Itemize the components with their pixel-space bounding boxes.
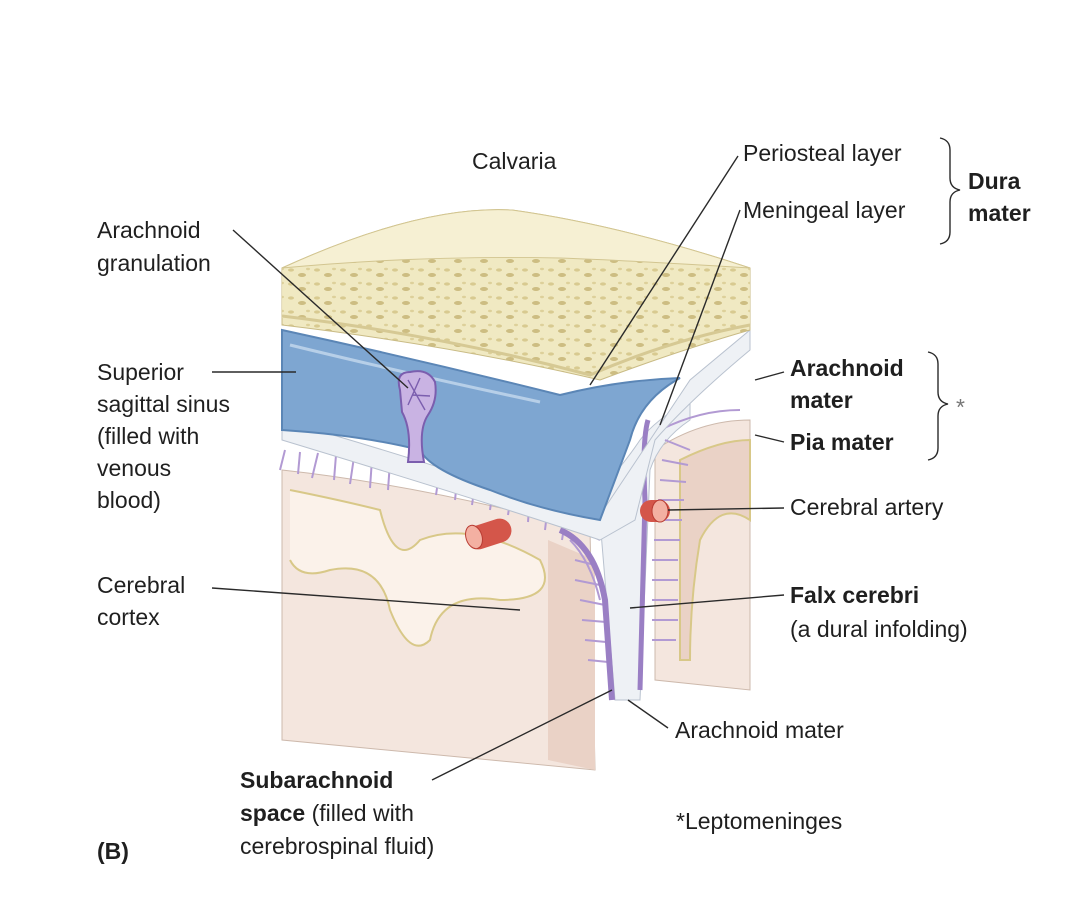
label-arachnoid-mater-bottom: Arachnoid mater bbox=[675, 717, 844, 743]
label-periosteal-layer: Periosteal layer bbox=[743, 140, 902, 166]
label-asterisk: * bbox=[956, 394, 965, 420]
label-arachnoid-mater-line2: mater bbox=[790, 387, 853, 413]
label-subarachnoid-line1: Subarachnoid bbox=[240, 765, 393, 796]
label-pia-mater: Pia mater bbox=[790, 429, 894, 455]
label-sinus-line3: (filled with bbox=[97, 423, 200, 449]
label-cerebral-cortex-line1: Cerebral bbox=[97, 572, 186, 598]
label-meningeal-layer: Meningeal layer bbox=[743, 197, 906, 223]
label-sinus-line1: Superior bbox=[97, 359, 184, 385]
label-falx-cerebri-note: (a dural infolding) bbox=[790, 616, 968, 642]
label-falx-cerebri: Falx cerebri bbox=[790, 582, 920, 608]
label-arachnoid-granulation-line2: granulation bbox=[97, 250, 211, 276]
label-sinus-line5: blood) bbox=[97, 487, 161, 513]
label-cerebral-artery: Cerebral artery bbox=[790, 494, 944, 520]
label-sinus-line2: sagittal sinus bbox=[97, 391, 230, 417]
label-subarachnoid-bold2: space bbox=[240, 800, 306, 826]
cerebral-artery bbox=[465, 499, 670, 550]
label-cerebral-cortex-line2: cortex bbox=[97, 604, 160, 630]
label-calvaria: Calvaria bbox=[472, 148, 557, 174]
brain-left-block bbox=[281, 469, 596, 771]
label-subarachnoid-bold1: Subarachnoid bbox=[240, 767, 394, 793]
dura-brace bbox=[939, 137, 961, 245]
leader-lines bbox=[211, 155, 785, 781]
arachnoid-granulation bbox=[397, 370, 437, 463]
label-sinus-line4: venous bbox=[97, 455, 172, 481]
brain-right-block bbox=[654, 419, 751, 691]
arachnoid-layer-falx-left bbox=[558, 527, 615, 701]
calvaria-bone bbox=[281, 209, 751, 381]
label-dura-line2: mater bbox=[968, 200, 1031, 226]
label-subarachnoid-line2: space (filled with bbox=[240, 798, 414, 829]
label-panel-b: (B) bbox=[97, 838, 129, 864]
label-leptomeninges: *Leptomeninges bbox=[676, 808, 843, 834]
label-arachnoid-mater-line1: Arachnoid bbox=[790, 355, 904, 381]
leptomeninges-brace bbox=[927, 351, 949, 461]
label-subarachnoid-rest1: (filled with bbox=[305, 800, 414, 826]
label-arachnoid-granulation-line1: Arachnoid bbox=[97, 217, 201, 243]
label-dura-line1: Dura bbox=[968, 168, 1021, 194]
label-subarachnoid-line3: cerebrospinal fluid) bbox=[240, 833, 435, 859]
